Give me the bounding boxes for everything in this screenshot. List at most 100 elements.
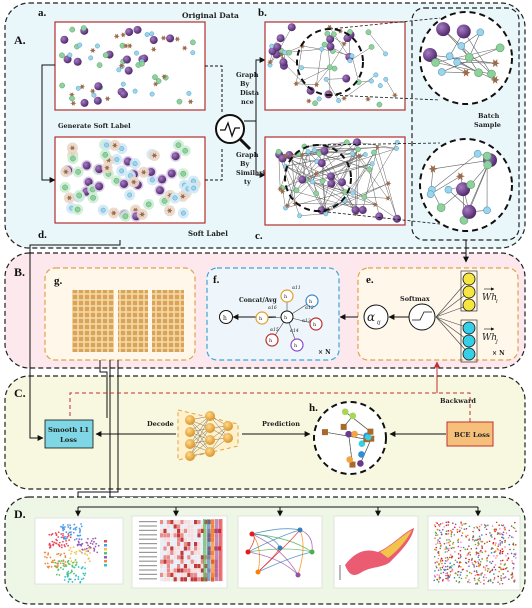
umap-point xyxy=(55,542,57,545)
dotplot-point xyxy=(441,558,443,560)
purple-cell xyxy=(122,55,131,64)
heatmap-cell xyxy=(197,568,201,573)
umap-point xyxy=(75,574,77,577)
heatmap-cell xyxy=(190,550,194,555)
dotplot-point xyxy=(467,561,470,563)
heatmap-cell xyxy=(200,572,204,577)
heatmap-cell xyxy=(200,568,204,573)
green-cell xyxy=(286,49,292,56)
times-n-e: × N xyxy=(492,350,505,357)
dotplot-point xyxy=(451,531,453,533)
dotplot-point xyxy=(510,552,513,555)
heatmap-row-label xyxy=(139,547,157,549)
umap-point xyxy=(63,565,66,568)
heatmap-cell xyxy=(190,568,194,573)
dotplot-point xyxy=(477,552,480,555)
panel-c-label: C. xyxy=(14,386,26,400)
dotplot-point xyxy=(486,560,488,562)
umap-point xyxy=(64,545,66,548)
dotplot-point xyxy=(509,548,511,551)
zoom-blue-cell xyxy=(483,206,491,215)
umap-point xyxy=(77,575,80,578)
dotplot-point xyxy=(506,559,509,561)
dotplot-point xyxy=(467,534,469,537)
brown-cell xyxy=(277,186,284,192)
dotplot-point xyxy=(442,528,444,531)
umap-point xyxy=(60,546,63,549)
green-cell xyxy=(319,178,326,184)
heatmap-cell xyxy=(180,546,184,551)
dotplot-point xyxy=(495,542,497,544)
green-cell xyxy=(74,206,81,213)
dotplot-point xyxy=(511,573,514,575)
umap-point xyxy=(49,544,52,547)
dotplot-point xyxy=(433,555,436,558)
graph-edge xyxy=(316,49,322,85)
purple-cell xyxy=(351,206,360,215)
dotplot-point xyxy=(457,570,460,573)
heatmap-cell xyxy=(177,577,181,582)
heatmap-cell xyxy=(197,559,201,564)
heatmap-cell xyxy=(190,577,194,582)
zoom-guide-1 xyxy=(329,17,441,30)
dotplot-point xyxy=(447,521,449,523)
umap-point xyxy=(44,551,47,554)
heatmap-cell xyxy=(166,528,170,533)
prediction-node-square xyxy=(321,429,328,436)
heatmap-cell xyxy=(166,568,170,573)
dotplot-point xyxy=(502,531,505,534)
dotplot-point xyxy=(502,568,504,571)
subfig-e-label: e. xyxy=(366,274,374,286)
brown-cell xyxy=(288,153,295,160)
umap-point xyxy=(84,567,86,570)
dotplot-point xyxy=(481,572,483,574)
brown-cell xyxy=(118,63,125,69)
dotplot-point xyxy=(473,566,476,568)
zoom-green-cell xyxy=(466,180,476,189)
purple-cell xyxy=(317,159,326,168)
center-node xyxy=(280,310,294,324)
umap-point xyxy=(67,526,70,528)
purple-cell xyxy=(133,25,142,34)
dotplot-point xyxy=(437,551,439,554)
green-cell xyxy=(326,64,333,71)
graph-edge xyxy=(341,149,359,183)
zoom-green-cell xyxy=(474,68,483,77)
umap-point xyxy=(71,564,74,567)
heatmap-cell xyxy=(190,546,194,551)
dotplot-point xyxy=(483,542,486,545)
brown-cell xyxy=(139,211,146,217)
umap-point xyxy=(80,544,83,547)
dotplot-point xyxy=(451,522,454,524)
heatmap-cell xyxy=(173,577,177,582)
mlp-edge xyxy=(189,415,211,457)
zoom-guide-4 xyxy=(317,210,441,225)
prediction-node xyxy=(357,460,364,467)
umap-point xyxy=(47,552,50,555)
dotplot-point xyxy=(439,559,442,561)
heatmap-annotation-bar xyxy=(219,519,223,581)
network-edge xyxy=(297,529,304,576)
zoom-green-cell xyxy=(436,203,446,213)
wh-j-bracket xyxy=(460,319,478,363)
blue-cell xyxy=(144,32,150,38)
umap-point xyxy=(97,544,100,547)
softmax-text: Softmax xyxy=(400,295,430,303)
umap-legend-swatch xyxy=(104,548,107,551)
stack-edge xyxy=(435,291,470,318)
green-cell xyxy=(293,187,300,194)
connector-magnifier-split xyxy=(244,57,266,122)
dotplot-point xyxy=(440,531,442,534)
dotplot-point xyxy=(460,523,463,525)
connector-g-to-loss xyxy=(99,360,108,418)
heatmap-cell xyxy=(183,559,187,564)
dotplot-point xyxy=(494,568,497,571)
dotplot-point xyxy=(512,575,514,578)
umap-point xyxy=(68,578,71,581)
network-edge xyxy=(247,551,299,576)
zoom-green-cell xyxy=(482,151,492,161)
times-n-f: × N xyxy=(318,349,331,356)
dotplot-point xyxy=(510,525,513,527)
blue-cell xyxy=(67,52,73,58)
attention-weight-label: α14 xyxy=(290,328,299,334)
